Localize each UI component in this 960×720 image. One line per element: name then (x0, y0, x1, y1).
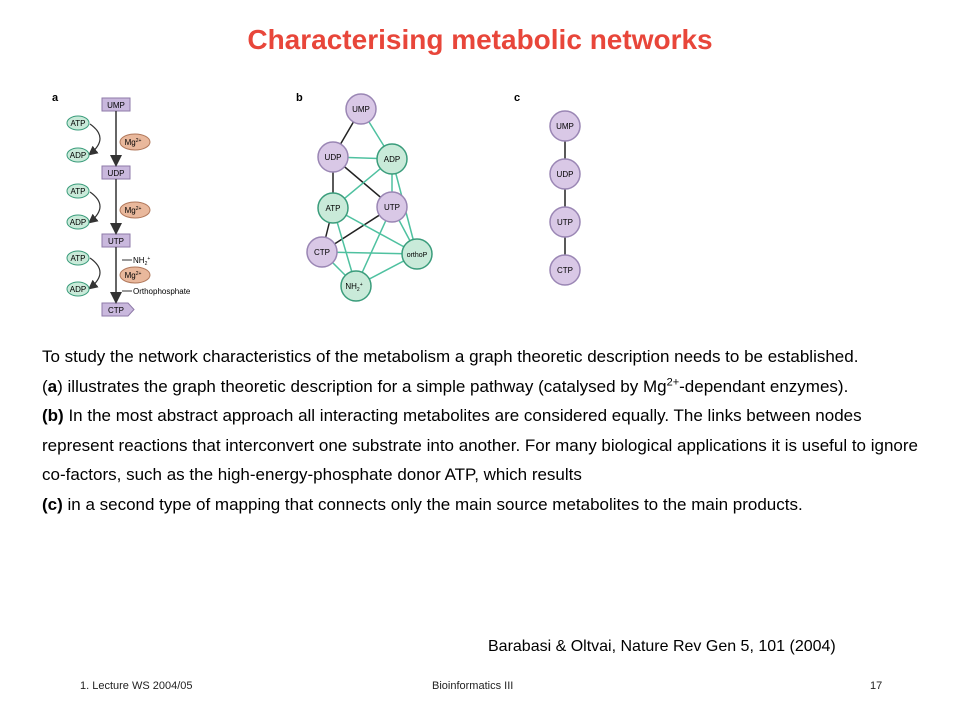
svg-text:Mg2+: Mg2+ (125, 206, 142, 215)
network-graph-b: UMP UDP ADP ATP UTP CTP orthoP NH2+ (306, 93, 433, 302)
pathway-box-udp: UDP (101, 165, 131, 180)
svg-text:CTP: CTP (557, 266, 573, 275)
svg-text:ATP: ATP (326, 204, 341, 213)
svg-text:UDP: UDP (108, 169, 125, 178)
pathway-box-utp: UTP (101, 233, 131, 248)
svg-text:CTP: CTP (314, 248, 330, 257)
node-atp: ATP (317, 192, 349, 224)
node-nh2: NH2+ (340, 270, 372, 302)
panel-label-c: c (514, 92, 521, 104)
pathway-diagram-a: UMP UDP UTP CTP ATP ADP ATP ADP ATP AD (66, 97, 191, 317)
svg-text:UTP: UTP (384, 203, 400, 212)
enzyme-mg-2: Mg2+ (119, 201, 151, 219)
cofactor-atp-2: ATP (66, 183, 90, 199)
paragraph-b: (b) In the most abstract approach all in… (42, 406, 918, 484)
footer-lecture: 1. Lecture WS 2004/05 (80, 680, 193, 692)
paragraph-c: (c) in a second type of mapping that con… (42, 494, 803, 514)
chain-node-utp: UTP (549, 206, 581, 238)
svg-text:UMP: UMP (107, 101, 125, 110)
cofactor-adp-2: ADP (66, 214, 90, 230)
footer-course: Bioinformatics III (432, 680, 514, 692)
body-text: To study the network characteristics of … (42, 342, 922, 519)
pathway-box-ctp: CTP (101, 302, 135, 317)
footer-page-number: 17 (870, 680, 883, 692)
svg-text:ADP: ADP (70, 151, 86, 160)
svg-text:UDP: UDP (557, 170, 574, 179)
svg-text:UMP: UMP (352, 105, 370, 114)
svg-text:CTP: CTP (108, 306, 124, 315)
svg-text:ATP: ATP (71, 254, 86, 263)
node-adp: ADP (376, 143, 408, 175)
pathway-box-ump: UMP (101, 97, 131, 112)
svg-text:Mg2+: Mg2+ (125, 271, 142, 280)
svg-text:Mg2+: Mg2+ (125, 138, 142, 147)
enzyme-mg-1: Mg2+ (119, 133, 151, 151)
svg-text:ADP: ADP (70, 285, 86, 294)
svg-text:ATP: ATP (71, 119, 86, 128)
svg-text:NH2+: NH2+ (345, 282, 362, 293)
cofactor-atp-3: ATP (66, 250, 90, 266)
metabolite-chain-c: UMP UDP UTP CTP (549, 110, 581, 286)
svg-text:ADP: ADP (70, 218, 86, 227)
cofactor-adp-1: ADP (66, 147, 90, 163)
enzyme-mg-3: Mg2+ (119, 266, 151, 284)
paragraph-intro: To study the network characteristics of … (42, 347, 859, 366)
svg-text:UTP: UTP (108, 237, 124, 246)
panel-label-a: a (52, 92, 59, 104)
node-utp: UTP (376, 191, 408, 223)
cofactor-adp-3: ADP (66, 281, 90, 297)
chain-node-ctp: CTP (549, 254, 581, 286)
chain-node-ump: UMP (549, 110, 581, 142)
node-orthop: orthoP (401, 238, 433, 270)
node-ump: UMP (345, 93, 377, 125)
svg-text:ADP: ADP (384, 155, 400, 164)
svg-text:ATP: ATP (71, 187, 86, 196)
svg-text:UDP: UDP (325, 153, 342, 162)
slide-title: Characterising metabolic networks (247, 24, 713, 55)
orthophosphate-label: Orthophosphate (133, 287, 191, 296)
citation: Barabasi & Oltvai, Nature Rev Gen 5, 101… (488, 638, 836, 655)
svg-text:UMP: UMP (556, 122, 574, 131)
svg-text:orthoP: orthoP (407, 252, 428, 259)
node-ctp: CTP (306, 236, 338, 268)
chain-node-udp: UDP (549, 158, 581, 190)
node-udp: UDP (317, 141, 349, 173)
paragraph-a: (a) illustrates the graph theoretic desc… (42, 375, 849, 396)
panel-label-b: b (296, 92, 303, 104)
nh2-label: NH2+ (133, 256, 150, 267)
cofactor-atp-1: ATP (66, 115, 90, 131)
svg-text:UTP: UTP (557, 218, 573, 227)
